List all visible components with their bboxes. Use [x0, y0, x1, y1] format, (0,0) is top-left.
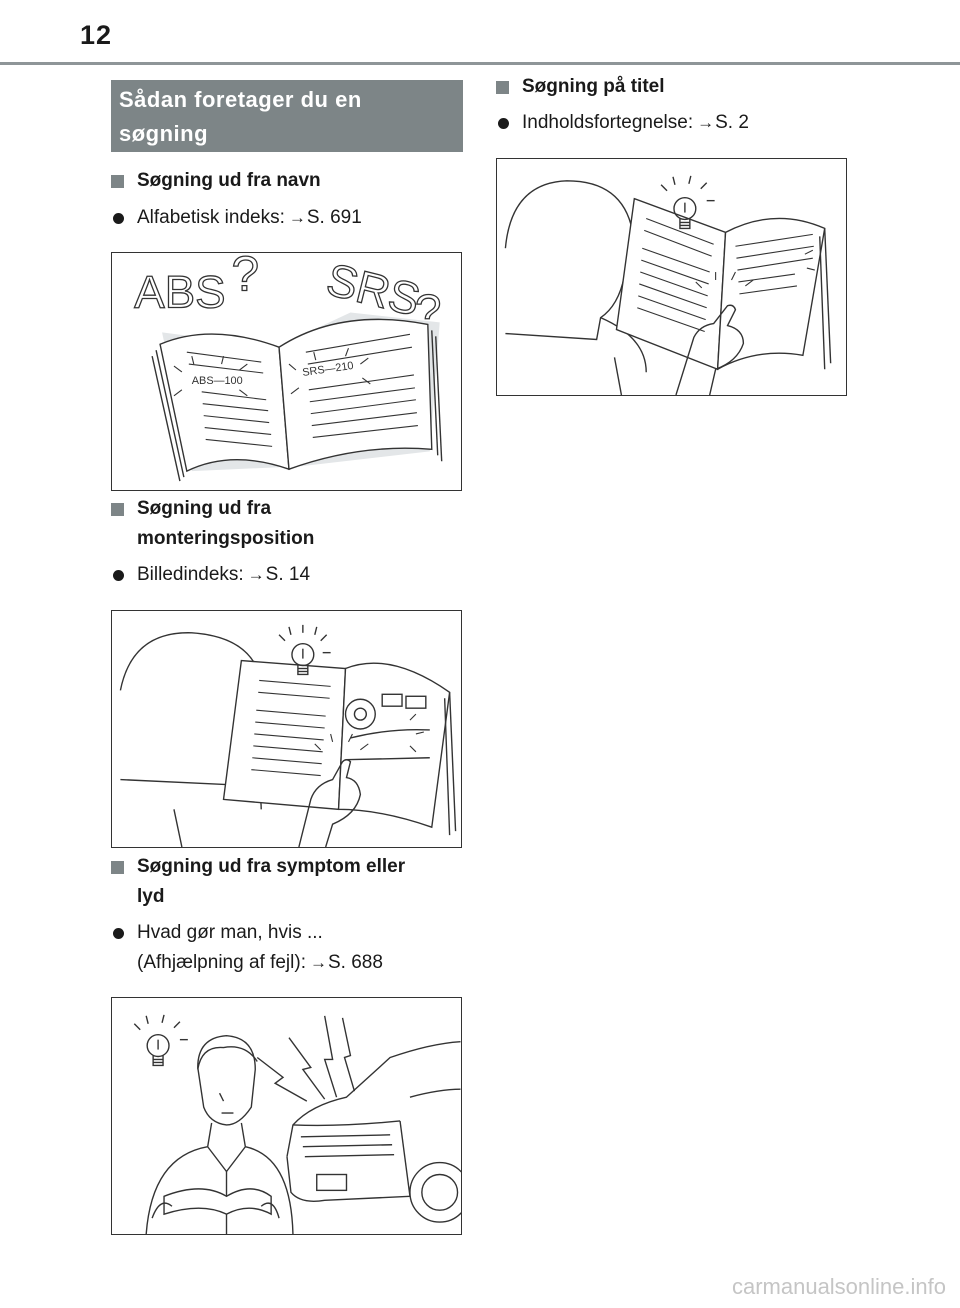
page-ref-688[interactable]: S. 688	[327, 952, 383, 973]
round-bullet-icon	[113, 570, 124, 581]
square-bullet-icon	[111, 861, 124, 874]
bullet-alphabetical-index: Alfabetisk indeks:→S. 691	[111, 203, 463, 233]
heading-search-by-name: Søgning ud fra navn	[111, 166, 463, 196]
bullet-troubleshooting: Hvad gør man, hvis ... (Afhjælpning af f…	[111, 918, 463, 978]
figure-person-car-symptom	[111, 997, 462, 1235]
heading-search-by-title: Søgning på titel	[496, 72, 848, 102]
heading-search-by-symptom: Søgning ud fra symptom eller lyd	[111, 852, 463, 912]
arrow-right-icon: →	[309, 953, 327, 972]
section-title-line-1: Sådan foretager du en	[119, 87, 362, 112]
round-bullet-icon	[498, 118, 509, 129]
section-title-line-2: søgning	[119, 121, 209, 146]
figure-person-reading-picture-index	[111, 610, 462, 848]
heading-search-by-position: Søgning ud fra monteringsposition	[111, 494, 463, 554]
square-bullet-icon	[111, 503, 124, 516]
arrow-right-icon: →	[697, 113, 715, 132]
question-mark-1: ?	[231, 253, 259, 302]
bullet-table-of-contents: Indholdsfortegnelse:→S. 2	[496, 108, 848, 138]
figure-open-book-abs-srs: ABS ? SRS ? ABS—100 SRS—210	[111, 252, 462, 491]
figure-person-reading-contents	[496, 158, 847, 396]
square-bullet-icon	[496, 81, 509, 94]
section-title: Sådan foretager du en søgning	[111, 80, 463, 152]
page-ref-2[interactable]: S. 2	[715, 112, 749, 133]
page-ref-691[interactable]: S. 691	[306, 207, 362, 228]
page-number: 12	[80, 20, 113, 50]
abs-large-text: ABS	[134, 267, 225, 318]
round-bullet-icon	[113, 213, 124, 224]
header-rule	[0, 62, 960, 65]
arrow-right-icon: →	[288, 208, 306, 227]
srs-large-text: SRS	[322, 254, 425, 326]
round-bullet-icon	[113, 928, 124, 939]
bullet-picture-index: Billedindeks:→S. 14	[111, 560, 463, 590]
page-ref-14[interactable]: S. 14	[265, 564, 311, 585]
watermark: carmanualsonline.info	[731, 1274, 946, 1299]
arrow-right-icon: →	[247, 565, 265, 584]
abs-index-entry: ABS—100	[192, 375, 243, 387]
square-bullet-icon	[111, 175, 124, 188]
